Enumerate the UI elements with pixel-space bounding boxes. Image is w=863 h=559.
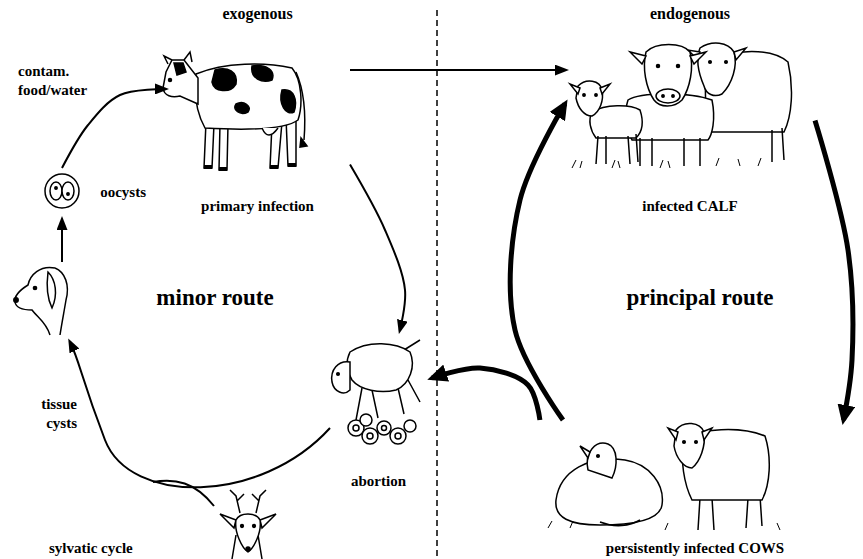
divider-line [436, 10, 438, 559]
edge-note: tissue cysts [15, 395, 77, 433]
stage-label: abortion [351, 472, 406, 490]
stage-label: sylvatic cycle [49, 539, 133, 557]
deer-head [220, 490, 276, 559]
principal-route-arrow [510, 104, 565, 420]
calf-figure-node: endogenous infected CALF [565, 5, 815, 215]
route-label: principal route [610, 283, 790, 312]
calf-and-cows [570, 43, 791, 168]
stage-label: oocysts [100, 183, 146, 201]
cycle-arrows [62, 220, 330, 506]
transmission-arrow [350, 69, 565, 71]
edge-label: contam. food/water [18, 62, 102, 100]
oocyst-symbol [45, 174, 79, 208]
stage-label: infected CALF [642, 197, 737, 215]
route-label: minor route [135, 283, 295, 312]
stage-label: primary infection [201, 197, 314, 215]
principal-route-arrow [815, 121, 853, 421]
holstein-cow [163, 52, 307, 171]
stage-label: persistently infected COWS [606, 539, 784, 557]
infected-cows [548, 423, 780, 530]
cow-figure-node: exogenous primary infection [165, 5, 350, 215]
principal-route-arrow [432, 368, 540, 420]
abortion-figure-node: abortion [325, 330, 432, 490]
aborted-fetus [332, 340, 420, 444]
cows-figure-node: persistently infected COWS [530, 420, 860, 557]
cycle-heading: exogenous [222, 5, 292, 23]
deer-figure-node: sylvatic cycle [45, 485, 285, 557]
dog-head [14, 267, 68, 335]
transmission-arrow [350, 165, 405, 330]
transmission-arrow [62, 89, 165, 168]
oocyst-node: oocysts [40, 168, 150, 215]
cycle-heading: endogenous [650, 5, 730, 23]
